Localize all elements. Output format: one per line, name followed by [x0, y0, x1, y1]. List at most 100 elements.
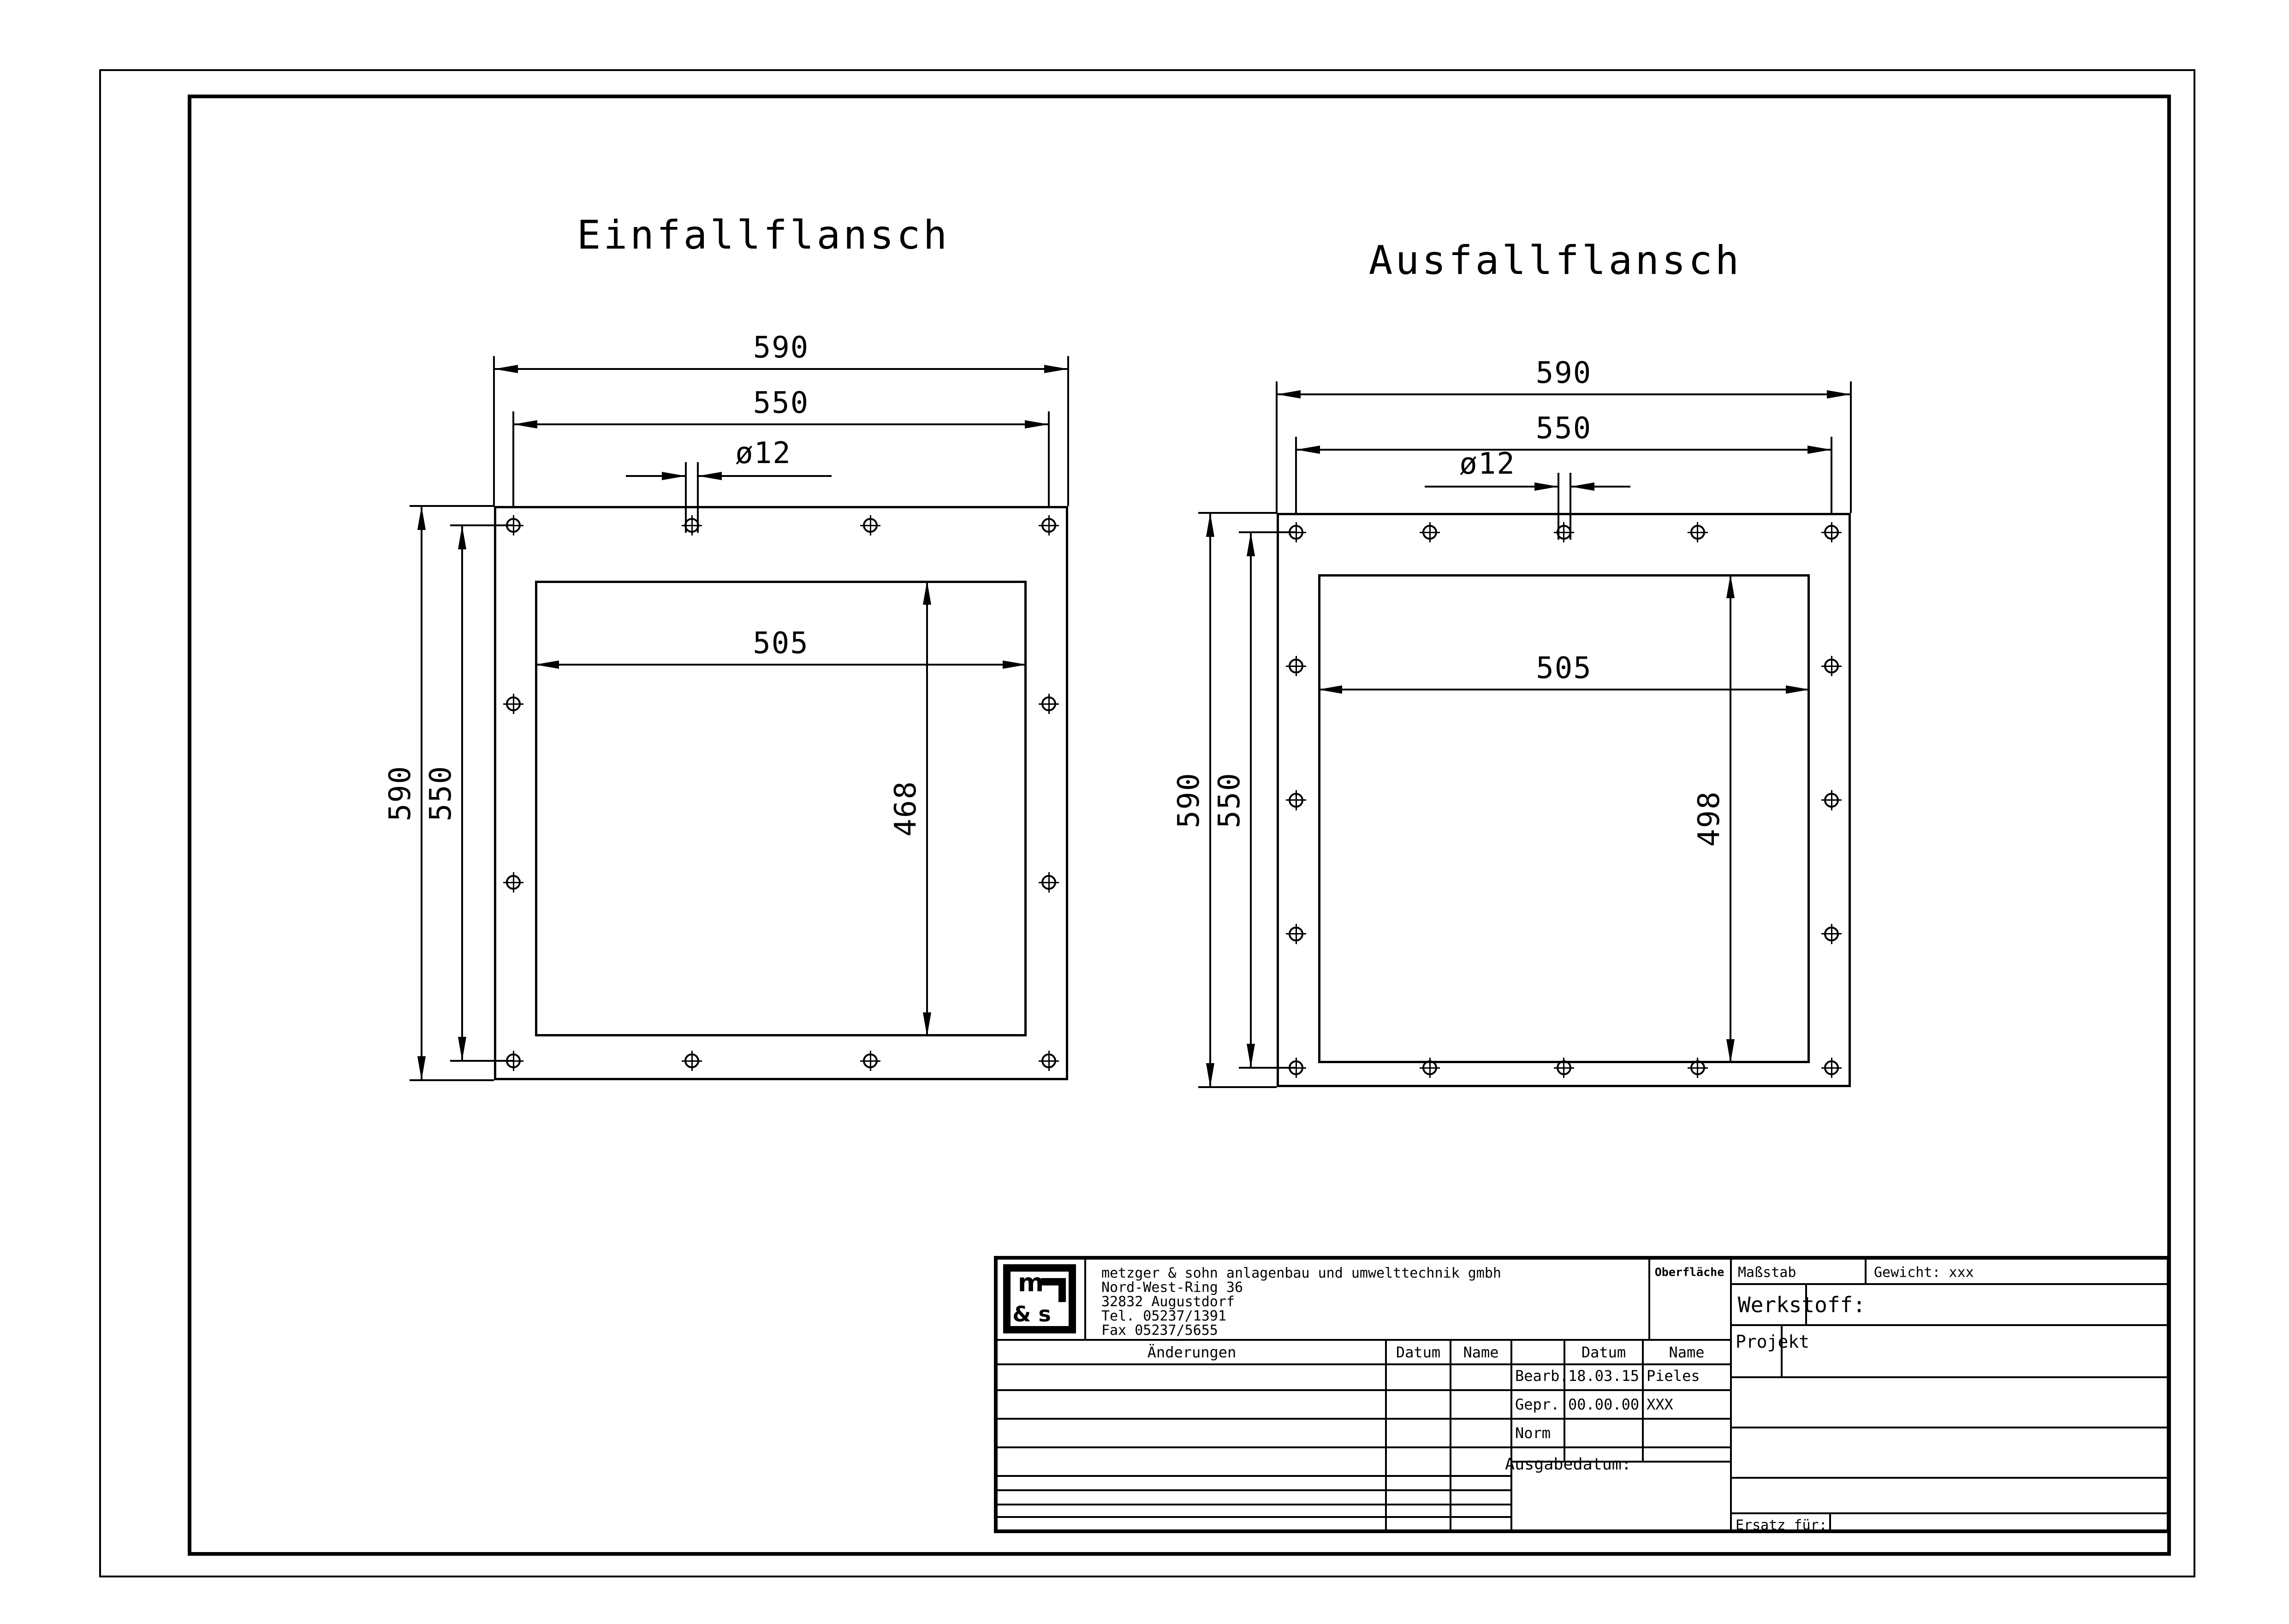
datum-header-2: Datum [1581, 1344, 1626, 1361]
name-header-2: Name [1669, 1344, 1705, 1361]
approval-role: Norm [1515, 1424, 1551, 1442]
dim-line-pitch-left [461, 525, 463, 1061]
extension-line [1276, 381, 1278, 513]
dim-line-opening-height [1730, 574, 1731, 1063]
approval-date: 18.03.15 [1568, 1367, 1640, 1385]
title-block: m & s metzger & sohn anlagenbau und umwe… [994, 1256, 2170, 1534]
extension-line [685, 462, 687, 533]
dimension-arrow-icon [417, 1056, 426, 1080]
dimension-arrow-icon [923, 581, 931, 605]
extension-line [1198, 512, 1277, 514]
ersatz-label: Ersatz für: [1736, 1517, 1827, 1534]
flange-opening [535, 581, 1027, 1036]
extension-line [450, 524, 513, 526]
title-block-grid-line [998, 1446, 1731, 1448]
bolt-hole-icon [1821, 522, 1842, 542]
dimension-arrow-icon [1003, 660, 1027, 669]
title-block-grid-line [1731, 1376, 2167, 1378]
dim-line-opening-width [535, 664, 1027, 666]
logo-hook-icon [1058, 1278, 1066, 1302]
dim-line-opening-height [926, 581, 928, 1036]
dimension-arrow-icon [458, 1037, 466, 1061]
extension-line [450, 1060, 513, 1062]
dimension-arrow-icon [1570, 482, 1594, 491]
extension-line [1570, 473, 1571, 540]
dimension-arrow-icon [1206, 1063, 1214, 1087]
datum-header: Datum [1396, 1344, 1441, 1361]
title-block-grid-line [1805, 1284, 1807, 1325]
approval-name: Pieles [1647, 1367, 1700, 1385]
dim-label-outer-left: 590 [1172, 772, 1206, 828]
flange-outline [494, 506, 1068, 1080]
extension-line [1239, 1067, 1296, 1069]
approval-role: Gepr. [1515, 1396, 1560, 1413]
extension-line [1558, 473, 1559, 540]
dim-label-hole-dia: ø12 [1459, 447, 1516, 481]
title-block-grid-line [1731, 1512, 2167, 1514]
extension-line [1850, 381, 1852, 513]
dimension-arrow-icon [1247, 532, 1255, 556]
dim-label-opening-width: 505 [1536, 651, 1592, 685]
dimension-arrow-icon [1025, 420, 1049, 428]
dimension-arrow-icon [923, 1012, 931, 1036]
gewicht-label: Gewicht: xxx [1874, 1264, 1974, 1281]
bolt-hole-icon [1687, 1058, 1708, 1078]
bolt-hole-icon [503, 694, 523, 714]
bolt-hole-icon [1039, 1051, 1059, 1071]
title-block-grid-line [998, 1504, 1511, 1505]
dim-label-opening-height: 498 [1692, 791, 1726, 847]
logo-letter-m: m [1017, 1268, 1044, 1297]
dim-label-outer-top: 590 [1535, 356, 1592, 390]
title-block-grid-line [1084, 1260, 1086, 1340]
aenderungen-header: Änderungen [1147, 1344, 1237, 1361]
title-block-grid-line [1385, 1340, 1387, 1529]
dimension-arrow-icon [1044, 365, 1068, 373]
bolt-hole-icon [1286, 790, 1306, 810]
extension-line [1198, 1086, 1277, 1088]
bolt-hole-icon [682, 1051, 702, 1071]
ausgabedatum-label: Ausgabedatum: [1505, 1455, 1631, 1474]
dimension-arrow-icon [535, 660, 559, 669]
flange-opening [1318, 574, 1810, 1063]
title-block-grid-line [1511, 1461, 1731, 1463]
bolt-hole-icon [860, 515, 880, 535]
dim-line-pitch-top [1296, 449, 1831, 451]
title-block-grid-line [1648, 1260, 1650, 1340]
bolt-hole-icon [860, 1051, 880, 1071]
view-title: Ausfallflansch [1368, 238, 1742, 284]
dim-label-pitch-left: 550 [1213, 772, 1247, 828]
title-block-grid-line [1829, 1513, 1831, 1529]
extension-line [493, 356, 495, 506]
dim-line-opening-width [1318, 689, 1810, 690]
dimension-arrow-icon [662, 472, 686, 480]
dim-label-outer-top: 590 [753, 331, 809, 365]
title-block-grid-line [1450, 1340, 1451, 1529]
dim-line-outer-top [494, 368, 1068, 370]
approval-name: XXX [1647, 1396, 1673, 1413]
projekt-label: Projekt [1736, 1332, 1810, 1352]
massstab-label: Maßstab [1738, 1264, 1796, 1281]
title-block-grid-line [1642, 1340, 1644, 1462]
bolt-hole-icon [1286, 656, 1306, 677]
dimension-arrow-icon [698, 472, 722, 480]
dim-label-hole-dia: ø12 [735, 436, 791, 470]
bolt-hole-icon [1039, 872, 1059, 892]
title-block-grid-line [998, 1418, 1731, 1420]
title-block-grid-line [1731, 1427, 2167, 1428]
dimension-arrow-icon [458, 525, 466, 549]
dimension-arrow-icon [1534, 482, 1558, 491]
dim-label-pitch-top: 550 [1535, 411, 1592, 446]
view-title: Einfallflansch [577, 212, 950, 258]
dim-label-pitch-top: 550 [753, 386, 809, 420]
dimension-arrow-icon [1318, 685, 1342, 694]
dimension-line [1570, 486, 1630, 488]
oberflaeche-label: Oberfläche [1654, 1265, 1724, 1279]
bolt-hole-icon [1286, 923, 1306, 944]
title-block-grid-line [1865, 1260, 1867, 1284]
title-block-grid-line [1510, 1340, 1512, 1529]
dimension-arrow-icon [1296, 446, 1320, 454]
dim-line-outer-left [421, 506, 422, 1080]
dim-line-outer-top [1277, 393, 1851, 395]
